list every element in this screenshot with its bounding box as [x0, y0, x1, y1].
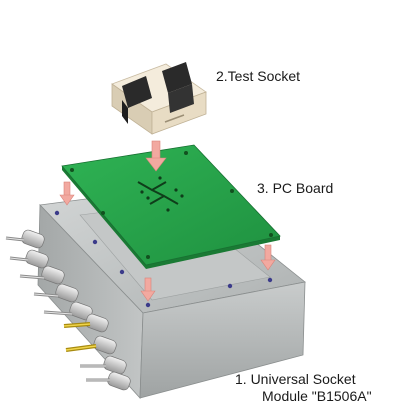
socket-latch-face: [168, 84, 194, 113]
module-label-line2: Module "B1506A": [262, 388, 372, 404]
pc-board: [61, 144, 281, 269]
coax-connector: [86, 371, 131, 391]
pcb-hole: [146, 255, 150, 259]
down-arrow-icon: [260, 244, 276, 271]
pc-board-label: 3. PC Board: [257, 180, 334, 196]
board-to-module-arrows: [59, 181, 276, 302]
pcb-hole: [101, 211, 105, 215]
socket-latch-face: [122, 100, 128, 124]
gold-pin-connector: [63, 313, 109, 333]
socket-latch: [162, 62, 192, 93]
gold-pin-connector: [65, 335, 117, 355]
module-screw: [227, 283, 233, 289]
pcb-footprint: [137, 176, 184, 212]
test-socket-label: 2.Test Socket: [216, 68, 301, 84]
module-label-line1: 1. Universal Socket: [235, 371, 356, 387]
pcb-hole: [230, 189, 234, 193]
pcb-hole: [184, 151, 188, 155]
pc-board-face: [61, 144, 281, 266]
module-screw: [145, 302, 151, 308]
socket-slot: [164, 114, 185, 123]
pcb-hole: [70, 168, 74, 172]
coax-connector: [9, 249, 49, 269]
connector-row: [5, 229, 131, 391]
module-screw: [119, 269, 125, 275]
module-screw: [92, 239, 98, 245]
coax-connector: [19, 265, 65, 285]
down-arrow-icon: [145, 140, 167, 172]
module-screw: [267, 277, 273, 283]
down-arrow-icon: [59, 181, 75, 206]
coax-connector: [80, 355, 127, 375]
down-arrow-icon: [140, 277, 156, 302]
pcb-hole: [269, 233, 273, 237]
module-front-face: [139, 281, 306, 399]
test-socket: [111, 62, 207, 135]
module-screw: [54, 210, 60, 216]
coax-connector: [5, 229, 45, 249]
coax-connector: [43, 301, 93, 321]
socket-latch: [122, 76, 152, 108]
coax-connector: [33, 283, 79, 303]
